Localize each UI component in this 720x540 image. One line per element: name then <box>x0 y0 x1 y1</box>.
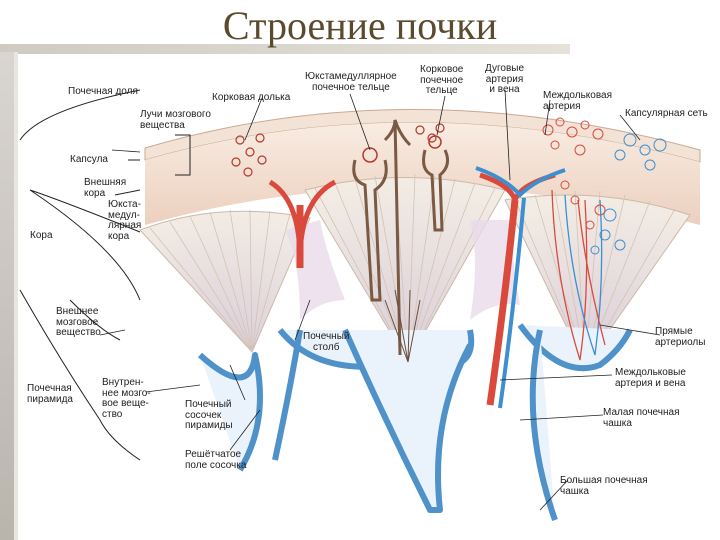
label-interlobar-artery-vein: Междольковые артерия и вена <box>615 367 686 389</box>
vasa-recta <box>551 189 606 361</box>
left-bracket-lines <box>19 89 191 461</box>
label-medullary-rays: Лучи мозгового вещества <box>140 109 211 131</box>
label-cortical-corpuscle: Корковое почечное тельце <box>420 64 464 96</box>
juxtamedullary-nephron <box>352 147 388 302</box>
label-inner-medulla: Внутрен- нее мозго- вое веще- ство <box>102 377 151 420</box>
interlobar-vein <box>475 166 566 409</box>
label-vasa-recta: Прямые артериолы <box>655 326 706 348</box>
label-renal-papilla: Почечный сосочек пирамиды <box>185 399 233 431</box>
label-renal-lobe: Почечная доля <box>68 86 138 97</box>
renal-cortex <box>145 122 700 225</box>
label-outer-medulla: Внешнее мозговое вещество <box>56 306 101 338</box>
capsular-capillary-network <box>542 117 667 255</box>
label-outer-cortex: Внешняя кора <box>84 177 127 199</box>
cortical-nephron <box>422 135 450 232</box>
label-major-calyx: Большая почечная чашка <box>560 475 648 497</box>
arcuate-vessel-left <box>268 179 337 268</box>
label-renal-pyramid: Почечная пирамида <box>27 383 73 405</box>
label-minor-calyx: Малая почечная чашка <box>603 407 680 429</box>
label-capsular-network: Капсулярная сеть <box>625 108 708 119</box>
cortical-glomeruli <box>231 123 445 177</box>
label-juxtamedullary-corpuscle: Юкстамедуллярное почечное тельце <box>305 71 397 93</box>
page-title: Строение почки <box>222 3 498 48</box>
label-arcuate-artery-vein: Дуговые артерия и вена <box>485 63 525 95</box>
leader-lines <box>99 89 661 511</box>
label-capsule: Капсула <box>70 154 108 165</box>
label-juxtamedullary-cortex: Юкста- медул- лярная кора <box>108 199 142 242</box>
label-interlobular-artery: Междольковая артерия <box>543 90 613 112</box>
label-cortical-lobule: Корковая долька <box>212 92 291 103</box>
label-cortex: Кора <box>30 230 53 241</box>
label-renal-column: Почечный столб <box>303 331 350 353</box>
header-divider <box>0 44 570 54</box>
title-bar <box>0 0 720 52</box>
papillary-ducts <box>384 289 421 363</box>
left-frame-strip <box>0 52 14 540</box>
left-frame-highlight <box>14 52 18 540</box>
label-cribriform-area: Решётчатое поле сосочка <box>185 449 247 471</box>
renal-pyramid-left <box>139 209 311 353</box>
